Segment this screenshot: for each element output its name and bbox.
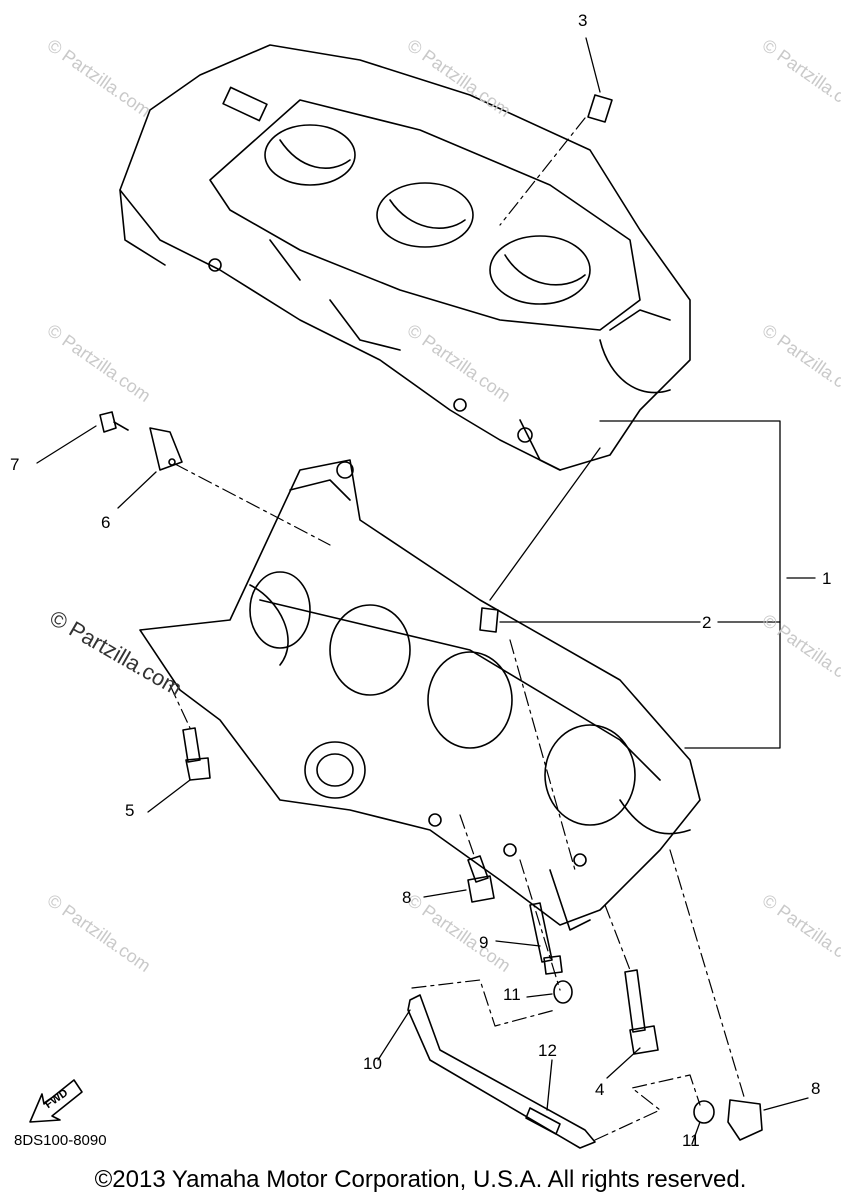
diagram-code: 8DS100-8090 xyxy=(14,1132,107,1149)
callout-6: 6 xyxy=(101,513,111,532)
part-11-cap xyxy=(553,980,715,1124)
part-9-fitting xyxy=(529,902,563,975)
callout-2: 2 xyxy=(702,613,712,632)
callout-5: 5 xyxy=(125,801,135,820)
part-12-clamp xyxy=(525,1107,561,1135)
part-5-bolt xyxy=(182,727,211,781)
part-6-bracket xyxy=(149,427,183,471)
callout-1: 1 xyxy=(822,569,832,588)
callout-11b: 11 xyxy=(682,1131,700,1150)
lower-crankcase xyxy=(139,459,701,931)
callout-11: 11 xyxy=(503,985,521,1004)
callout-8b: 8 xyxy=(811,1079,821,1098)
callout-9: 9 xyxy=(479,933,489,952)
callout-8: 8 xyxy=(402,888,412,907)
callout-12: 12 xyxy=(538,1041,557,1060)
copyright-notice: ©2013 Yamaha Motor Corporation, U.S.A. A… xyxy=(94,1166,747,1193)
upper-crankcase xyxy=(119,44,691,471)
leader-lines xyxy=(36,37,816,1145)
fwd-arrow-icon xyxy=(29,1079,83,1123)
part-7-bolt xyxy=(99,411,129,433)
callout-10: 10 xyxy=(363,1054,382,1073)
callout-7: 7 xyxy=(10,455,20,474)
part-10-hose xyxy=(407,994,596,1149)
part-8b-fitting xyxy=(727,1099,763,1141)
assembly-lines xyxy=(169,117,746,1141)
part-4-bolt xyxy=(624,969,659,1055)
callout-4: 4 xyxy=(595,1080,605,1099)
part-2-dowel xyxy=(479,607,499,633)
callout-3: 3 xyxy=(578,11,588,30)
part-3-dowel xyxy=(587,94,613,123)
part-8-fitting xyxy=(467,855,495,903)
